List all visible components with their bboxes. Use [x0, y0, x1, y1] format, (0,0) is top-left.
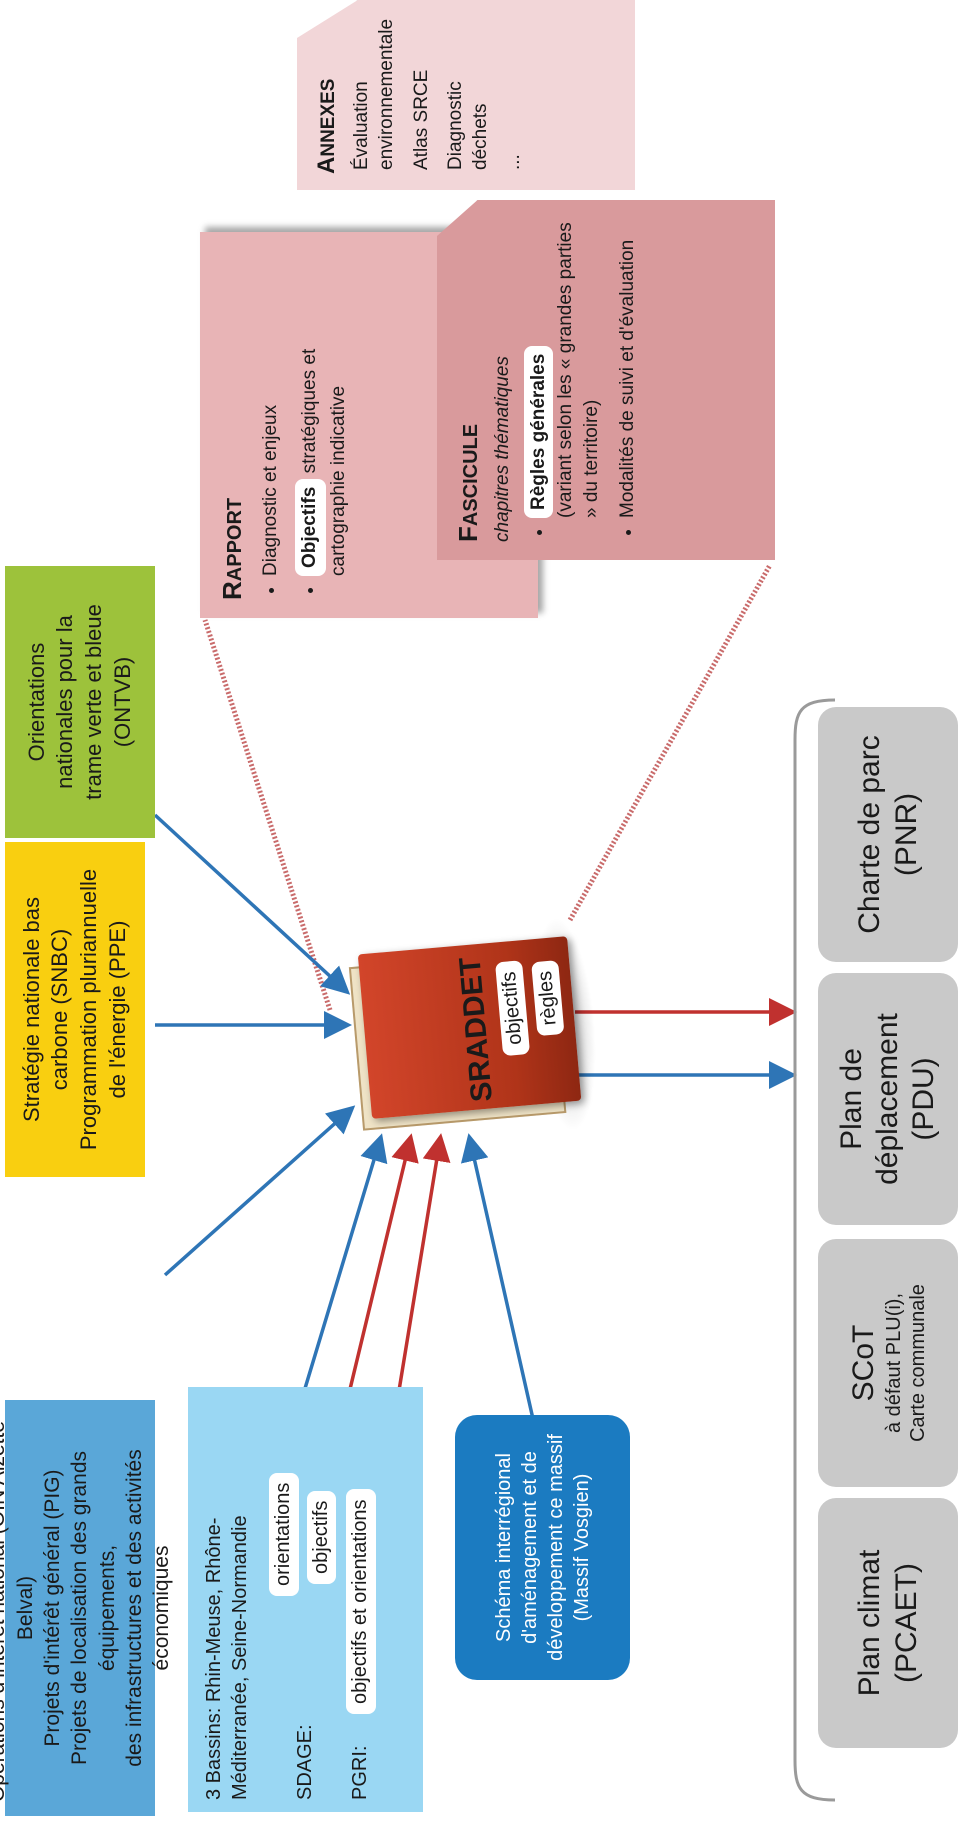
- bassins-box: 3 Bassins: Rhin-Meuse, Rhône- Méditerran…: [188, 1387, 423, 1812]
- massif-line-4: (Massif Vosgien): [570, 1473, 593, 1622]
- tag-objectifs-orientations: objectifs et orientations: [346, 1489, 376, 1714]
- oin-line-2: Projets d'intérêt général (PIG): [41, 1469, 65, 1747]
- sdage-label: SDAGE:: [294, 1724, 317, 1800]
- rapport-bullet-1: Diagnostic et enjeux: [258, 250, 285, 576]
- annexes-item-3b: déchets: [469, 103, 491, 170]
- dotted-line-to-fascicule: [567, 563, 773, 922]
- arrow-sdage-orientations: [298, 1133, 388, 1406]
- pcaet-line-2: (PCAET): [890, 1563, 923, 1683]
- tag-objectifs-sdage: objectifs: [306, 1490, 337, 1584]
- rapport-objectifs-tag: Objectifs: [294, 478, 326, 576]
- scot-line-3: Carte communale: [907, 1284, 929, 1442]
- ontvb-line-2: nationales pour la: [52, 615, 78, 789]
- fascicule-subtitle: chapitres thématiques: [492, 356, 514, 542]
- dotted-line-to-rapport: [202, 619, 333, 1011]
- annexes-item-3a: Diagnostic: [445, 81, 467, 170]
- rapport-title-cap: R: [217, 581, 247, 600]
- annexes-title: ANNEXES: [311, 16, 342, 174]
- snbc-line-1: Stratégie nationale bas: [18, 896, 44, 1123]
- pnr-line-1: Charte de parc: [852, 735, 886, 934]
- pcaet-line-1: Plan climat: [852, 1549, 886, 1697]
- massif-line-3: développement ce massif: [544, 1434, 567, 1661]
- rapport-bullet-2: Objectifs stratégiques et cartographie i…: [294, 250, 352, 576]
- annexes-title-rest: NNEXES: [318, 78, 339, 157]
- snbc-ppe-box: Stratégie nationale bas carbone (SNBC) P…: [5, 842, 145, 1177]
- arrow-ontvb-to-sraddet: [153, 813, 351, 995]
- oin-line-3: Projets de localisation des grands équip…: [68, 1451, 119, 1766]
- ontvb-line-1: Orientations: [23, 642, 49, 762]
- pnr-box: Charte de parc (PNR): [818, 707, 958, 962]
- annexes-item-2: Atlas SRCE: [410, 69, 432, 170]
- fascicule-regles-tag: Règles générales: [524, 346, 554, 518]
- annexes-title-cap: A: [313, 156, 340, 174]
- book-tag-regles: règles: [530, 959, 564, 1037]
- snbc-line-3: Programmation pluriannuelle: [76, 868, 101, 1151]
- arrow-pgri-obj-orient: [393, 1133, 451, 1416]
- fascicule-title: FASCICULE: [451, 218, 486, 542]
- ontvb-line-3: trame verte et bleue: [81, 604, 106, 800]
- arrow-massif-to-sraddet: [460, 1133, 542, 1451]
- oin-pig-box: Opérations d'intérêt national (OIN Alzet…: [0, 1400, 173, 1816]
- fascicule-title-rest: ASCICULE: [460, 423, 482, 527]
- rapport-title-rest: APPORT: [224, 497, 246, 582]
- fascicule-bullets: Règles générales (variant selon les « gr…: [524, 218, 641, 542]
- scot-box: SCoT à défaut PLU(i), Carte communale: [818, 1239, 958, 1487]
- oin-line-4: des infrastructures et des activités éco…: [122, 1449, 174, 1767]
- fascicule-bullet-1-text: (variant selon les « grandes parties » d…: [555, 222, 603, 518]
- rapport-title: RAPPORT: [214, 250, 250, 600]
- fascicule-title-cap: F: [453, 526, 483, 542]
- bassins-line-2: Méditerranée, Seine-Normandie: [228, 1515, 251, 1800]
- fascicule-bullet-2: Modalités de suivi et d'évaluation: [615, 218, 641, 518]
- tag-orientations: orientations: [269, 1472, 299, 1596]
- pdu-line-3: (PDU): [907, 1057, 940, 1141]
- snbc-line-4: de l'énergie (PPE): [104, 920, 130, 1099]
- massif-line-1: Schéma interrégional: [492, 1453, 515, 1642]
- bassins-line-1: 3 Bassins: Rhin-Meuse, Rhône-: [203, 1517, 225, 1800]
- fascicule-document: FASCICULE chapitres thématiques Règles g…: [437, 200, 775, 560]
- ontvb-line-4: (ONTVB): [109, 656, 135, 748]
- rapport-bullets: Diagnostic et enjeux Objectifs stratégiq…: [258, 250, 352, 600]
- pcaet-box: Plan climat (PCAET): [818, 1498, 958, 1748]
- pnr-line-2: (PNR): [890, 792, 923, 877]
- bottom-bracket: [793, 698, 836, 1802]
- scot-line-1: SCoT: [847, 1324, 880, 1402]
- snbc-line-2: carbone (SNBC): [47, 928, 73, 1091]
- pgri-label: PGRI:: [349, 1745, 372, 1800]
- oin-line-1: Opérations d'intérêt national (OIN Alzet…: [0, 1414, 37, 1803]
- book-tag-objectifs: objectifs: [494, 960, 530, 1056]
- annexes-item-1b: environnementale: [375, 18, 397, 170]
- pdu-box: Plan de déplacement (PDU): [818, 973, 958, 1225]
- pdu-line-2: déplacement: [871, 1013, 904, 1185]
- fascicule-bullet-1: Règles générales (variant selon les « gr…: [524, 218, 605, 518]
- sraddet-book: SRADDET objectifs règles: [348, 914, 604, 1134]
- ontvb-box: Orientations nationales pour la trame ve…: [5, 566, 155, 838]
- arrow-sdage-objectifs: [343, 1133, 419, 1411]
- arrow-oin-to-sraddet: [163, 1105, 356, 1277]
- pdu-line-1: Plan de: [835, 1048, 868, 1150]
- annexes-item-1a: Évaluation: [351, 81, 373, 170]
- annexes-item-4: ...: [502, 154, 524, 170]
- scot-line-2: à défaut PLU(i),: [883, 1292, 905, 1434]
- massif-vosgien-box: Schéma interrégional d'aménagement et de…: [455, 1415, 630, 1680]
- annexes-document: ANNEXES Évaluation environnementale Atla…: [297, 0, 635, 190]
- massif-line-2: d'aménagement et de: [518, 1451, 541, 1644]
